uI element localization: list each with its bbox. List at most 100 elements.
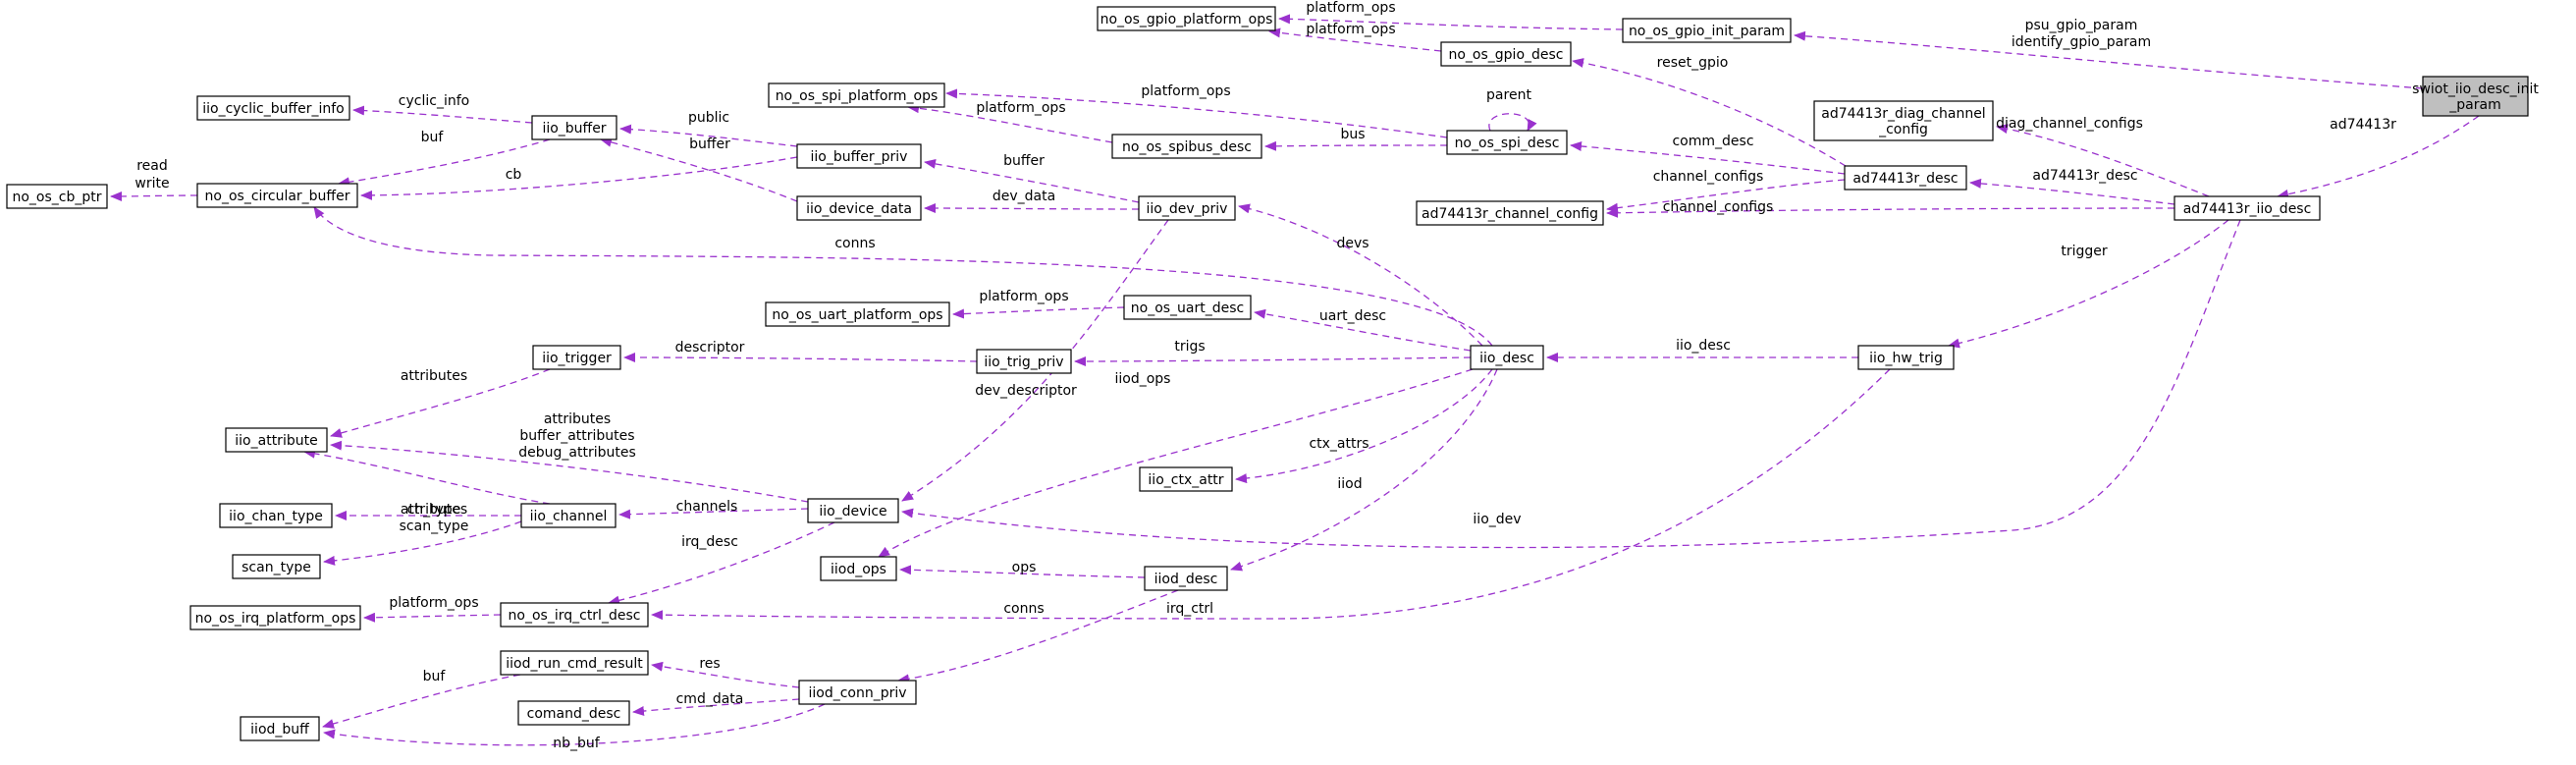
node-ad_iio[interactable]: ad74413r_iio_desc bbox=[2174, 195, 2321, 221]
node-gpio_init[interactable]: no_os_gpio_init_param bbox=[1622, 18, 1792, 43]
node-uart_desc[interactable]: no_os_uart_desc bbox=[1123, 295, 1252, 320]
node-hw_trig[interactable]: iio_hw_trig bbox=[1857, 345, 1955, 370]
node-conn_priv[interactable]: iiod_conn_priv bbox=[798, 680, 917, 705]
node-box[interactable] bbox=[768, 82, 945, 108]
node-box[interactable] bbox=[1144, 566, 1228, 591]
node-ad_desc[interactable]: ad74413r_desc bbox=[1844, 165, 1967, 191]
node-box[interactable] bbox=[1123, 295, 1252, 320]
node-box[interactable] bbox=[1622, 18, 1792, 43]
node-box[interactable] bbox=[6, 184, 108, 209]
edge-e30: cb bbox=[360, 156, 798, 200]
node-spi_desc[interactable]: no_os_spi_desc bbox=[1446, 130, 1568, 155]
node-circ[interactable]: no_os_circular_buffer bbox=[196, 183, 358, 208]
edge-line bbox=[363, 612, 502, 623]
node-buf_priv[interactable]: iio_buffer_priv bbox=[796, 143, 922, 169]
node-box[interactable] bbox=[196, 95, 350, 121]
node-ch_cfg[interactable]: ad74413r_channel_config bbox=[1416, 200, 1604, 226]
node-box[interactable] bbox=[1857, 345, 1955, 370]
node-box[interactable] bbox=[520, 503, 617, 528]
node-label: ad74413r_iio_desc bbox=[2183, 201, 2312, 217]
node-iiod_desc[interactable]: iiod_desc bbox=[1144, 566, 1228, 591]
node-label: iiod_conn_priv bbox=[808, 685, 906, 701]
edge-label: public bbox=[688, 110, 729, 126]
node-box[interactable] bbox=[2422, 76, 2529, 117]
edge-label: reset_gpio bbox=[1657, 55, 1729, 71]
edge-line bbox=[1488, 113, 1537, 132]
node-iiod_ops[interactable]: iiod_ops bbox=[820, 556, 897, 581]
edge-label: conns bbox=[1003, 601, 1044, 617]
node-label: iio_desc bbox=[1479, 351, 1534, 366]
node-label: no_os_spi_platform_ops bbox=[776, 88, 939, 104]
node-iio_buffer[interactable]: iio_buffer bbox=[531, 115, 617, 140]
edge-e15: trigger bbox=[1948, 219, 2229, 349]
node-box[interactable] bbox=[196, 183, 358, 208]
node-gpio_desc[interactable]: no_os_gpio_desc bbox=[1440, 41, 1572, 67]
node-box[interactable] bbox=[232, 554, 321, 579]
node-box[interactable] bbox=[225, 427, 328, 453]
node-cb_ptr[interactable]: no_os_cb_ptr bbox=[6, 184, 108, 209]
node-box[interactable] bbox=[1416, 200, 1604, 226]
node-channel[interactable]: iio_channel bbox=[520, 503, 617, 528]
node-box[interactable] bbox=[1440, 41, 1572, 67]
node-irq_platform[interactable]: no_os_irq_platform_ops bbox=[189, 605, 361, 630]
node-chan_type[interactable]: iio_chan_type bbox=[219, 503, 333, 528]
node-box[interactable] bbox=[1470, 345, 1544, 370]
node-device[interactable]: iio_device bbox=[807, 498, 899, 523]
node-box[interactable] bbox=[240, 716, 320, 741]
node-box[interactable] bbox=[1844, 165, 1967, 191]
node-box[interactable] bbox=[1097, 6, 1276, 31]
node-scan_type[interactable]: scan_type bbox=[232, 554, 321, 579]
edge-e36: descriptor bbox=[623, 340, 978, 363]
node-trig_priv[interactable]: iio_trig_priv bbox=[976, 349, 1072, 374]
node-comand[interactable]: comand_desc bbox=[517, 700, 630, 726]
node-box[interactable] bbox=[500, 650, 649, 676]
node-diag_cfg[interactable]: ad74413r_diag_channel_config bbox=[1813, 100, 1994, 141]
node-box[interactable] bbox=[517, 700, 630, 726]
node-irq_ctrl[interactable]: no_os_irq_ctrl_desc bbox=[500, 602, 649, 628]
node-box[interactable] bbox=[189, 605, 361, 630]
node-run_cmd[interactable]: iiod_run_cmd_result bbox=[500, 650, 649, 676]
node-box[interactable] bbox=[2174, 195, 2321, 221]
node-attribute[interactable]: iio_attribute bbox=[225, 427, 328, 453]
node-iio_desc[interactable]: iio_desc bbox=[1470, 345, 1544, 370]
node-swiot[interactable]: swiot_iio_desc_init_param bbox=[2412, 76, 2539, 117]
node-uart_platform[interactable]: no_os_uart_platform_ops bbox=[765, 301, 950, 327]
edge-e23: iiod_ops bbox=[878, 368, 1474, 558]
node-cyclic[interactable]: iio_cyclic_buffer_info bbox=[196, 95, 350, 121]
node-box[interactable] bbox=[532, 345, 621, 370]
edge-line bbox=[352, 105, 533, 124]
node-dev_data[interactable]: iio_device_data bbox=[796, 195, 922, 221]
node-box[interactable] bbox=[798, 680, 917, 705]
node-box[interactable] bbox=[1446, 130, 1568, 155]
node-box[interactable] bbox=[796, 195, 922, 221]
node-label: no_os_spi_desc bbox=[1455, 136, 1560, 151]
node-ctx_attr[interactable]: iio_ctx_attr bbox=[1139, 466, 1233, 492]
node-box[interactable] bbox=[1139, 466, 1233, 492]
node-label: iio_cyclic_buffer_info bbox=[202, 101, 345, 117]
node-spibus[interactable]: no_os_spibus_desc bbox=[1111, 134, 1262, 159]
node-box[interactable] bbox=[531, 115, 617, 140]
edge-line bbox=[608, 521, 835, 606]
node-box[interactable] bbox=[500, 602, 649, 628]
edge-label: debug_attributes bbox=[518, 445, 636, 461]
node-dev_priv[interactable]: iio_dev_priv bbox=[1138, 195, 1236, 221]
edge-line bbox=[878, 368, 1474, 558]
node-box[interactable] bbox=[796, 143, 922, 169]
node-gpio_platform[interactable]: no_os_gpio_platform_ops bbox=[1097, 6, 1276, 31]
node-iiod_buff[interactable]: iiod_buff bbox=[240, 716, 320, 741]
edge-e16: iio_desc bbox=[1546, 338, 1858, 363]
edge-line bbox=[899, 565, 1146, 578]
node-trigger[interactable]: iio_trigger bbox=[532, 345, 621, 370]
node-box[interactable] bbox=[1813, 100, 1994, 141]
node-box[interactable] bbox=[1138, 195, 1236, 221]
edge-e11: parent bbox=[1486, 87, 1537, 132]
node-box[interactable] bbox=[1111, 134, 1262, 159]
node-box[interactable] bbox=[820, 556, 897, 581]
edge-line bbox=[618, 508, 809, 519]
node-box[interactable] bbox=[219, 503, 333, 528]
node-box[interactable] bbox=[976, 349, 1072, 374]
node-box[interactable] bbox=[807, 498, 899, 523]
node-box[interactable] bbox=[765, 301, 950, 327]
node-spi_platform[interactable]: no_os_spi_platform_ops bbox=[768, 82, 945, 108]
